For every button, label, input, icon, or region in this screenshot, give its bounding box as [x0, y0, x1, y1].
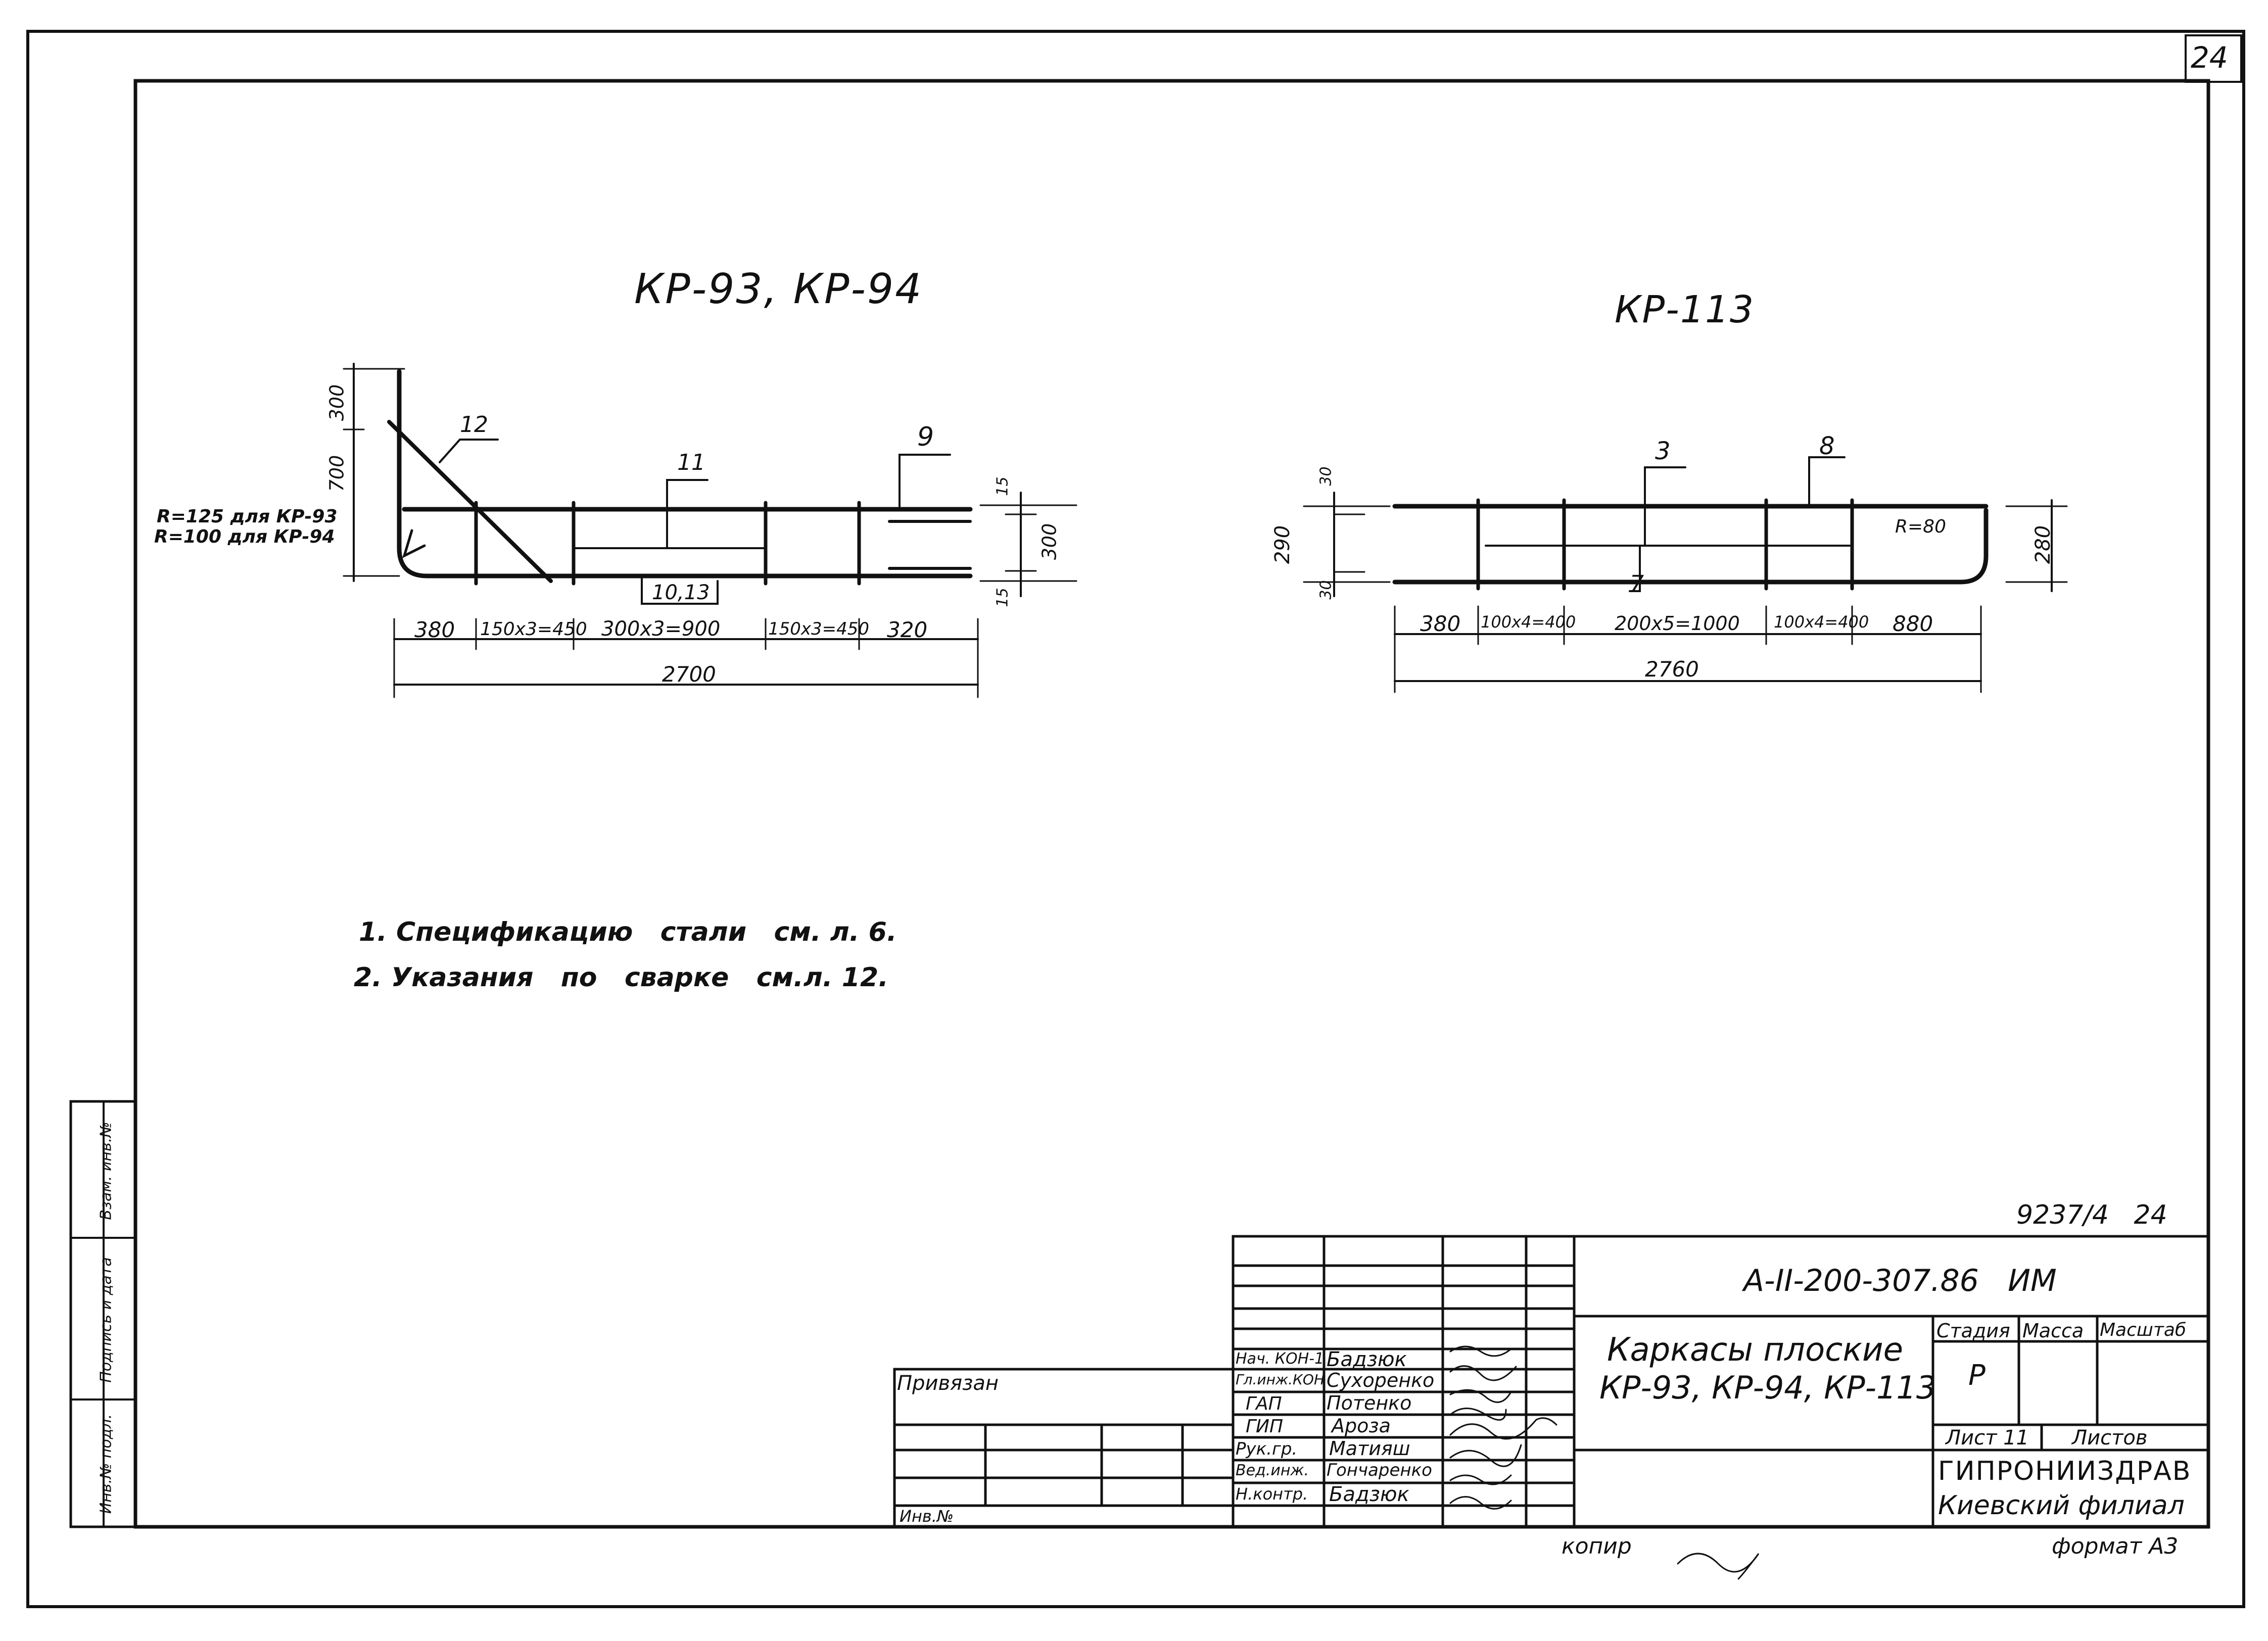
- drawing-title-line-1: Каркасы плоские: [1607, 1331, 1903, 1369]
- kr113-dim-bottom-2: 200х5=1000: [1615, 612, 1740, 635]
- staff-name-1: Сухоренко: [1327, 1369, 1435, 1391]
- mass-label: Масса: [2022, 1320, 2084, 1342]
- kr93-dim-bottom-1: 150х3=450: [480, 619, 587, 640]
- format-label: формат А3: [2052, 1533, 2179, 1559]
- kr93-callout-9: 9: [917, 422, 934, 452]
- sheets-label: Листов: [2072, 1426, 2148, 1450]
- kr113-dim-left-bot: 30: [1317, 580, 1335, 600]
- doc-number: 9237/4 24: [2016, 1200, 2167, 1230]
- staff-role-5: Вед.инж.: [1236, 1462, 1309, 1479]
- staff-name-5: Гончаренко: [1327, 1460, 1432, 1480]
- kr113-dim-bottom-3: 100х4=400: [1774, 612, 1869, 632]
- kr93-callout-11: 11: [677, 450, 705, 475]
- staff-name-6: Бадзюк: [1329, 1483, 1409, 1506]
- kr93-dim-vert-top: 300: [325, 384, 348, 421]
- kr93-callout-12: 12: [460, 412, 488, 438]
- kr93-dim-right-mid: 300: [1038, 523, 1061, 560]
- sheet-label: Лист 11: [1946, 1426, 2029, 1450]
- staff-name-0: Бадзюк: [1327, 1348, 1407, 1371]
- corner-number-box: [2185, 34, 2242, 83]
- side-stamp-inv-label: Инв.№ подл.: [97, 1414, 115, 1514]
- kr113-dim-left-mid: 290: [1271, 525, 1295, 564]
- kr113-radius-note: R=80: [1895, 516, 1946, 537]
- corner-sheet-number: 24: [2191, 40, 2228, 75]
- kr113-title: КР-113: [1615, 288, 1755, 331]
- drawing-title-line-2: КР-93, КР-94, КР-113: [1599, 1369, 1936, 1406]
- inner-frame: [133, 79, 2210, 1529]
- kr93-radius-note-2: R=100 для КР-94: [154, 526, 335, 547]
- side-stamp-signature-label: Подпись и дата: [97, 1257, 115, 1383]
- staff-role-3: ГИП: [1246, 1416, 1284, 1437]
- kr113-callout-7: 7: [1630, 571, 1644, 597]
- inv-label: Инв.№: [900, 1507, 954, 1526]
- kr93-dim-bottom-4: 320: [887, 617, 928, 642]
- staff-name-2: Потенко: [1327, 1392, 1412, 1414]
- kr113-dim-right: 280: [2031, 525, 2055, 564]
- kr113-callout-3: 3: [1655, 437, 1671, 465]
- staff-name-3: Ароза: [1332, 1415, 1391, 1437]
- kr93-callout-10-13: 10,13: [652, 581, 710, 604]
- note-1: 1. Спецификацию стали см. л. 6.: [359, 917, 897, 947]
- kr113-callout-8: 8: [1819, 432, 1835, 460]
- kr113-dim-bottom-4: 880: [1893, 611, 1933, 636]
- kr93-dim-right-bot: 15: [994, 588, 1012, 607]
- privyazan-label: Привязан: [897, 1372, 999, 1395]
- kr93-diagonal: [387, 420, 553, 583]
- project-code: А-II-200-307.86 ИМ: [1743, 1263, 2057, 1298]
- title-block-grid: [893, 1235, 2210, 1528]
- kr93-dim-total: 2700: [662, 662, 716, 687]
- staff-role-2: ГАП: [1246, 1393, 1282, 1414]
- outer-frame: [26, 30, 2245, 1608]
- org-branch: Киевский филиал: [1938, 1490, 2185, 1521]
- kr113-dim-left-top: 30: [1317, 466, 1335, 486]
- copied-label: копир: [1562, 1533, 1632, 1559]
- kr113-dim-bottom-0: 380: [1420, 611, 1461, 636]
- stage-label: Стадия: [1936, 1320, 2010, 1342]
- staff-role-0: Нач. КОН-1: [1236, 1350, 1325, 1368]
- kr93-title: КР-93, КР-94: [634, 265, 923, 313]
- staff-role-4: Рук.гр.: [1236, 1439, 1298, 1459]
- kr93-dim-vert-mid: 700: [325, 455, 348, 492]
- signatures: [1449, 1345, 1760, 1580]
- kr93-radius-note-1: R=125 для КР-93: [157, 506, 338, 527]
- kr93-dim-bottom-3: 150х3=450: [768, 619, 870, 639]
- staff-name-4: Матияш: [1329, 1437, 1410, 1460]
- side-stamp-replace-label: Взам. инв.№: [97, 1122, 115, 1220]
- kr93-dim-bottom-0: 380: [414, 617, 455, 642]
- kr113-bottom-rod: [1392, 508, 1989, 585]
- kr93-main-bar: [397, 369, 973, 578]
- kr93-dim-right-top: 15: [994, 476, 1012, 496]
- kr113-dim-bottom-1: 100х4=400: [1481, 612, 1576, 632]
- kr93-dim-bottom-2: 300х3=900: [601, 617, 721, 641]
- note-2: 2. Указания по сварке см.л. 12.: [354, 962, 888, 993]
- org-name: ГИПРОНИИЗДРАВ: [1938, 1456, 2192, 1486]
- staff-role-6: Н.контр.: [1236, 1484, 1308, 1504]
- stage-value: Р: [1968, 1359, 1986, 1392]
- kr113-dim-total: 2760: [1645, 657, 1699, 682]
- scale-label: Масштаб: [2100, 1320, 2187, 1340]
- staff-role-1: Гл.инж.КОН: [1236, 1371, 1325, 1388]
